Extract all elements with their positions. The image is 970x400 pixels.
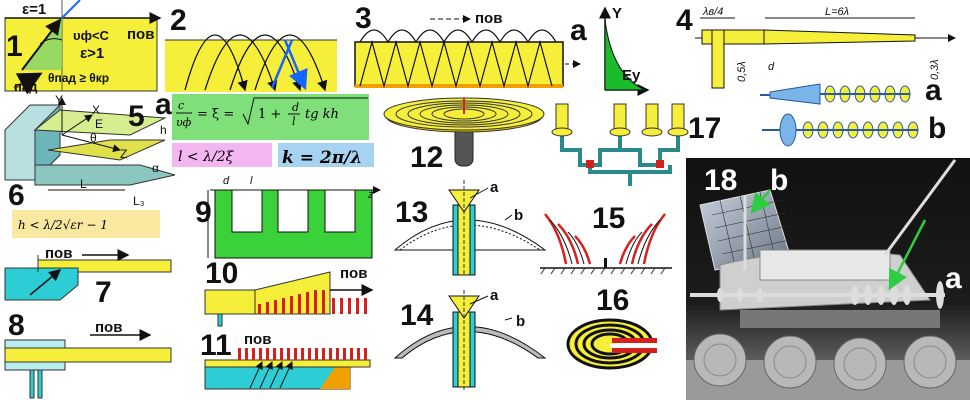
alpha-label: α (152, 161, 159, 175)
panel-number-10: 10 (205, 257, 238, 290)
panel-10-tapered-ridge: пов 10 (204, 257, 374, 327)
condition-h: h < λ/2√εr − 1 (18, 218, 108, 232)
condition-k: k = 2π/λ (282, 148, 362, 168)
label-a: a (925, 74, 942, 107)
panel-14-lens-with-covering: 14 a b (393, 287, 547, 390)
panel-number-7: 7 (95, 276, 112, 309)
corrugation-teeth (238, 348, 367, 360)
length-l-label: L (80, 177, 87, 191)
label-a: a (570, 14, 587, 47)
formula-block: c υф = ξ = 1 + d l tg kh l < λ/2ξ k = 2π… (12, 94, 374, 238)
half-lambda-label: 0,5λ (736, 61, 748, 82)
z-label: z (367, 189, 374, 201)
pov-label: пов (340, 265, 367, 282)
ratio-denominator: υф (176, 116, 192, 129)
pov-label: пов (95, 319, 122, 336)
panel-number-13: 13 (395, 196, 428, 229)
pad-label: пад (14, 79, 38, 94)
formula-l: l (292, 115, 296, 128)
feed-network-diagram (551, 103, 689, 186)
formula-tg: tg kh (305, 107, 339, 122)
panel-18-lunar-rover-photo: 18 b a (686, 158, 970, 400)
xi-equals: = ξ = (197, 107, 234, 122)
label-a: a (945, 262, 962, 295)
panel-number-17: 17 (688, 112, 721, 145)
e-field-label: E (95, 117, 103, 131)
h-label: h (205, 205, 211, 217)
formula-d: d (292, 101, 299, 114)
panel-number-12: 12 (410, 141, 443, 174)
panel-1-surface-wave-incidence: 1 ε=1 пов υф<C ε>1 пад θпад ≥ θкр (4, 0, 162, 95)
panel-number-8: 8 (8, 309, 25, 342)
y-axis-label: Y (55, 93, 63, 107)
label-b: b (770, 164, 788, 197)
panel-number-1: 1 (6, 30, 23, 63)
length-label: L=6λ (825, 6, 849, 18)
pov-label: пов (475, 10, 502, 27)
panel-8-step-transition: пов 8 (4, 309, 172, 399)
vf-label: υф<C (73, 28, 110, 43)
panel-12-spiral-disk: 12 (383, 97, 545, 174)
theta-label: θпад ≥ θкр (48, 71, 109, 85)
panel-9-corrugated-structure: 9 d l h z (195, 175, 381, 259)
eps-gt-label: ε>1 (80, 45, 104, 62)
label-a: a (490, 287, 499, 304)
panel-number-6: 6 (8, 179, 25, 212)
l-label: l (250, 175, 253, 187)
label-b: b (514, 207, 523, 224)
panel-number-5: 5 (128, 100, 145, 133)
label-b: b (516, 313, 525, 330)
panel-17-directive-antennas: 17 a b (688, 74, 946, 147)
panel-5-6-planar-structure: 5 a Y X E θ Z h α L L₃ 6 (4, 88, 176, 212)
panel-16-spiral-antenna: 16 (566, 284, 657, 370)
panel-11-corrugated-launcher: пов 11 (200, 329, 371, 390)
panel-15-radiation-arcs: 15 (540, 202, 672, 275)
panel-number-11: 11 (200, 329, 232, 362)
label-a: a (155, 88, 172, 121)
condition-l: l < λ/2ξ (178, 149, 235, 165)
pov-label: пов (45, 245, 72, 262)
panel-13-dielectric-lens: 13 a b (393, 179, 547, 276)
ratio-numerator: c (178, 99, 184, 112)
pov-label: пов (127, 26, 154, 43)
panel-number-16: 16 (596, 284, 629, 317)
panel-7-transition-launcher: пов 7 (4, 245, 172, 309)
panel-number-4: 4 (676, 4, 693, 37)
panel-number-9: 9 (195, 196, 212, 229)
panel-number-15: 15 (592, 202, 625, 235)
pov-label: пов (244, 331, 271, 348)
lambda-quarter-label: λв/4 (702, 6, 723, 18)
panel-2-total-reflection: 2 (165, 4, 337, 92)
theta-label: θ (90, 131, 97, 145)
panel-4-rod-antenna-dimensions: 4 λв/4 L=6λ d 0,5λ 0,3λ (676, 4, 956, 89)
length-l3-label: L₃ (133, 194, 145, 208)
z-axis-label: Z (120, 147, 127, 161)
eps1-label: ε=1 (22, 1, 46, 18)
h-label: h (160, 123, 167, 137)
panel-number-18: 18 (704, 164, 737, 197)
label-a: a (490, 179, 499, 196)
label-b: b (928, 112, 946, 145)
panel-number-2: 2 (170, 4, 187, 37)
x-axis-label: X (92, 103, 100, 117)
d-label: d (223, 175, 230, 187)
point3-lambda-label: 0,3λ (929, 59, 941, 80)
formula-one-plus: 1 + (258, 107, 281, 122)
ey-label: Ey (622, 67, 641, 84)
panel-number-14: 14 (400, 299, 434, 332)
y-axis-label: Y (612, 5, 622, 22)
panel-3-dielectric-waveguide: 3 пов a Y Ey (354, 2, 650, 96)
d-label: d (768, 61, 775, 73)
panel-number-3: 3 (355, 2, 372, 35)
